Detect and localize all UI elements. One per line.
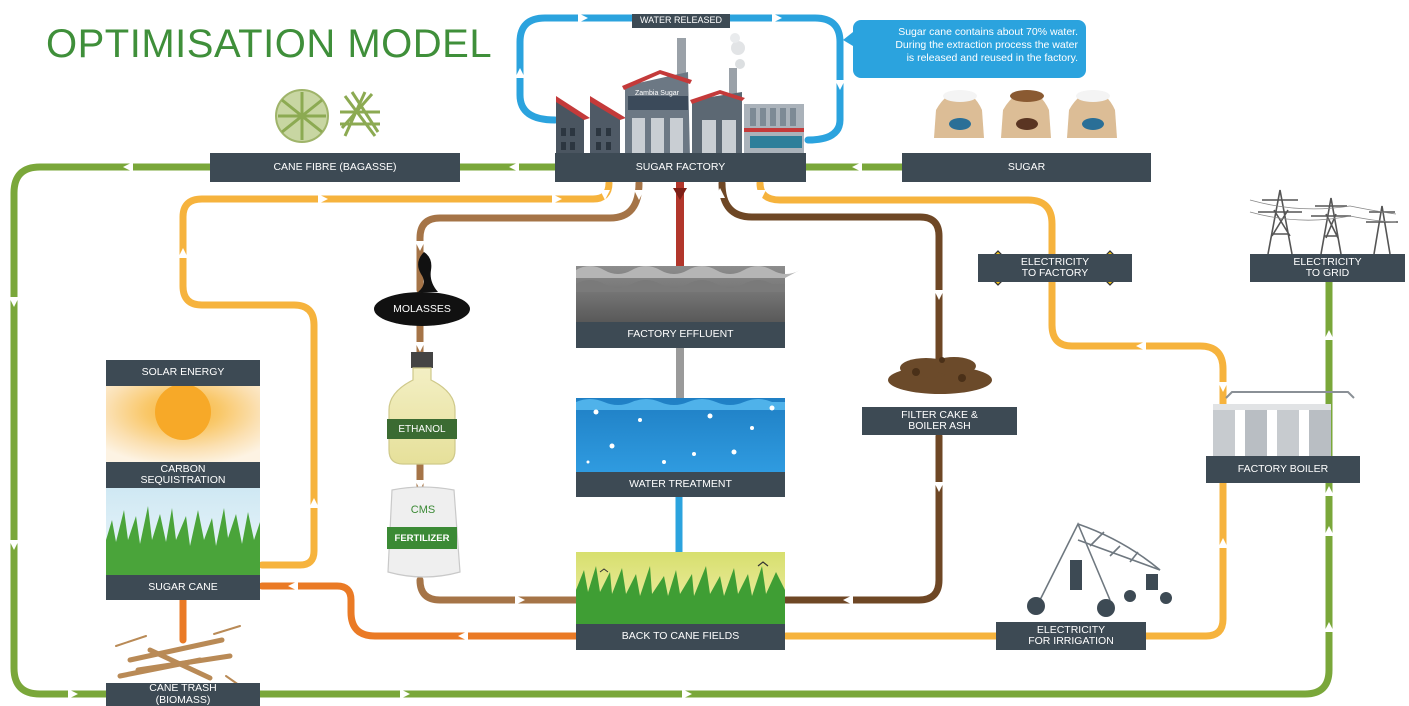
label-ethanol: ETHANOL [387,419,457,439]
water-treatment-icon [576,398,785,472]
label-electricity-for-irrigation: ELECTRICITY FOR IRRIGATION [996,622,1146,650]
label-sugar-cane: SUGAR CANE [106,575,260,600]
label-electricity-to-factory: ELECTRICITY TO FACTORY [978,254,1132,282]
electricity-to-factory-text: ELECTRICITY TO FACTORY [1020,255,1090,279]
callout-text: Sugar cane contains about 70% water. Dur… [895,26,1078,65]
label-cane-trash: CANE TRASH (BIOMASS) [106,683,260,706]
solar-energy-icon [106,384,260,462]
brown-flow-lines [416,179,943,604]
power-pylons-icon [1249,189,1398,255]
label-filter-cake: FILTER CAKE & BOILER ASH [862,407,1017,435]
cane-trash-icon [115,625,247,691]
label-sugar-factory: SUGAR FACTORY [555,153,806,182]
ethanol-bottle-icon [388,352,456,465]
orange-flow-lines [179,582,580,644]
label-molasses: MOLASSES [374,292,470,326]
cane-fields-icon [576,552,785,626]
label-water-released: WATER RELEASED [632,14,730,28]
label-cms: CMS [410,504,436,516]
filter-cake-icon [888,357,992,394]
red-arrow [673,188,687,200]
bagasse-icon [275,89,380,143]
callout-pointer [843,32,853,46]
page-title: OPTIMISATION MODEL [46,22,493,66]
water-callout: Sugar cane contains about 70% water. Dur… [853,20,1086,78]
molasses-drip [418,252,438,292]
label-carbon-sequestration: CARBON SEQUISTRATION [106,462,260,488]
label-cane-fibre: CANE FIBRE (BAGASSE) [210,153,460,182]
flow-arrows [9,13,1334,699]
label-water-treatment: WATER TREATMENT [576,472,785,497]
centre-flow-lines [676,182,684,399]
sugar-factory-building [556,33,804,158]
factory-sign: Zambia Sugar [635,90,679,97]
irrigation-pivot-icon [1027,522,1172,617]
factory-effluent-icon [576,266,800,326]
yellow-flow-lines [179,179,1227,640]
factory-boiler-icon [1213,391,1355,456]
sugar-bags-icon [934,90,1117,138]
label-back-to-cane-fields: BACK TO CANE FIELDS [576,624,785,650]
label-fertilizer: FERTILIZER [387,527,457,549]
label-solar-energy: SOLAR ENERGY [106,360,260,386]
label-factory-effluent: FACTORY EFFLUENT [576,322,785,348]
label-electricity-to-grid: ELECTRICITY TO GRID [1250,254,1405,282]
label-factory-boiler: FACTORY BOILER [1206,456,1360,483]
label-sugar: SUGAR [902,153,1151,182]
sugar-cane-icon [106,488,260,578]
